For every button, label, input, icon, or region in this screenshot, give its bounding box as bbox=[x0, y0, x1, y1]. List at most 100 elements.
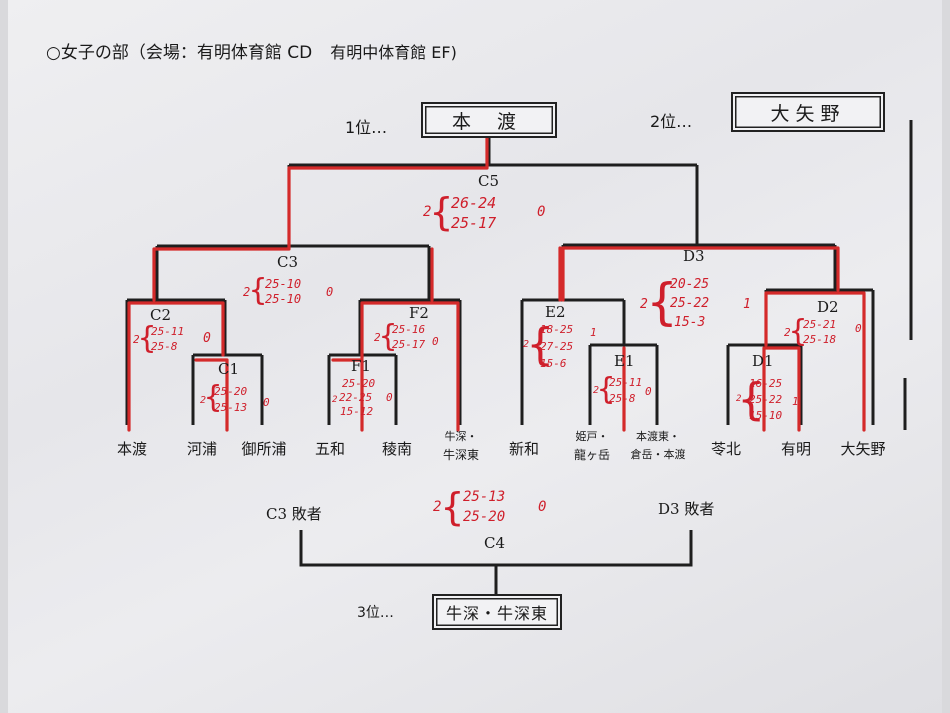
c3-connector bbox=[155, 244, 431, 300]
score-c5-set1: 26-24 bbox=[451, 194, 497, 212]
score-c5-set2: 25-17 bbox=[451, 214, 497, 232]
score-d3: 2 { 20-25 25-22 15-3 1 bbox=[640, 274, 760, 334]
score-e2-brace: { bbox=[527, 319, 554, 370]
score-e1-right: 0 bbox=[645, 385, 652, 398]
score-c3-brace: { bbox=[249, 273, 268, 308]
team-himedo-line1: 姫戸・ bbox=[575, 430, 609, 443]
score-c5: 2 { 26-24 25-17 0 bbox=[423, 190, 553, 236]
team-himedo: 姫戸・ 龍ヶ岳 bbox=[574, 428, 610, 464]
node-label-f2: F2 bbox=[409, 304, 429, 322]
score-c2-right: 0 bbox=[203, 331, 211, 346]
score-f2: 2 { 25-16 25-17 0 bbox=[374, 319, 464, 358]
score-d2-right: 0 bbox=[855, 322, 862, 335]
score-f1: 25-20 22-25 15-12 2 0 bbox=[332, 377, 404, 423]
node-label-e2: E2 bbox=[545, 303, 566, 321]
score-e1-left: 2 bbox=[593, 385, 600, 396]
winner-path-c3 bbox=[152, 135, 489, 302]
score-c2-left: 2 bbox=[133, 333, 140, 346]
winner-path-f1 bbox=[331, 358, 364, 432]
team-hondo: 本渡 bbox=[116, 440, 148, 458]
score-c4-set2: 25-20 bbox=[463, 509, 506, 525]
node-label-c4: C4 bbox=[484, 534, 506, 552]
score-f2-right: 0 bbox=[432, 335, 439, 348]
third-place-box: 牛深・牛深東 bbox=[432, 594, 562, 630]
team-ushibuka-line1: 牛深・ bbox=[444, 430, 478, 443]
winner-lines bbox=[127, 135, 866, 432]
team-himedo-line2: 龍ヶ岳 bbox=[573, 448, 611, 462]
score-c5-left: 2 bbox=[423, 204, 432, 220]
score-c3-set1: 25-10 bbox=[265, 277, 302, 291]
score-e2-left: 2 bbox=[523, 339, 530, 350]
node-label-c2: C2 bbox=[150, 306, 172, 324]
team-kawaura: 河浦 bbox=[186, 440, 218, 458]
score-c3-right: 0 bbox=[326, 285, 334, 299]
score-f1-set2: 22-25 bbox=[339, 391, 373, 404]
node-label-c3: C3 bbox=[277, 253, 299, 271]
score-e1: 2 { 25-11 25-8 0 bbox=[593, 372, 673, 410]
score-f1-set3: 15-12 bbox=[340, 405, 374, 418]
score-d3-set1: 20-25 bbox=[670, 277, 710, 292]
c4-connector bbox=[299, 530, 693, 598]
score-d1: 2 { 16-25 25-22 15-10 1 bbox=[736, 374, 806, 429]
score-f2-brace: { bbox=[379, 319, 398, 354]
score-c3: 2 { 25-10 25-10 0 bbox=[243, 273, 343, 312]
score-c4-right: 0 bbox=[538, 499, 547, 515]
score-d2-brace: { bbox=[789, 314, 808, 349]
team-reihoku: 苓北 bbox=[710, 440, 742, 458]
score-d2-set1: 25-21 bbox=[803, 318, 837, 331]
node-label-c5: C5 bbox=[478, 172, 500, 190]
winner-path-c2 bbox=[127, 301, 225, 432]
score-f2-set2: 25-17 bbox=[392, 338, 426, 351]
score-c5-right: 0 bbox=[537, 204, 546, 220]
score-d1-brace: { bbox=[738, 374, 765, 425]
score-c1: 2 { 25-20 25-13 0 bbox=[200, 380, 280, 418]
first-place-label: 1位… bbox=[345, 118, 388, 137]
black-lines bbox=[125, 120, 913, 598]
score-d1-right: 1 bbox=[792, 395, 799, 408]
score-c2-set1: 25-11 bbox=[151, 325, 185, 338]
score-c2-brace: { bbox=[138, 321, 157, 356]
score-d3-left: 2 bbox=[640, 297, 648, 312]
score-f1-left: 2 bbox=[332, 395, 338, 405]
score-d2-set2: 25-18 bbox=[803, 333, 837, 346]
team-hondohigashi-line1: 本渡東・ bbox=[636, 430, 680, 443]
score-c3-left: 2 bbox=[243, 285, 251, 299]
score-f1-set1: 25-20 bbox=[342, 377, 376, 390]
margin-line bbox=[903, 120, 913, 430]
winner-path-d3 bbox=[561, 246, 840, 302]
score-c1-left: 2 bbox=[200, 395, 207, 406]
e2-connector bbox=[520, 298, 626, 425]
score-c4-set1: 25-13 bbox=[463, 489, 506, 505]
score-d1-set2: 25-22 bbox=[749, 393, 783, 406]
score-d1-set3: 15-10 bbox=[749, 409, 783, 422]
team-hondohigashi: 本渡東・ 倉岳・本渡 bbox=[631, 428, 686, 464]
score-c4-brace: { bbox=[441, 485, 464, 529]
f2-connector bbox=[358, 298, 462, 425]
team-shinwa: 新和 bbox=[508, 440, 540, 458]
score-e2-set3: 15-6 bbox=[540, 357, 567, 370]
score-d3-set2: 25-22 bbox=[670, 296, 710, 311]
score-d1-set1: 16-25 bbox=[749, 377, 783, 390]
score-c1-right: 0 bbox=[263, 396, 270, 409]
second-place-box: 大矢野 bbox=[731, 92, 885, 132]
score-e1-brace: { bbox=[597, 372, 616, 407]
score-c4: 2 { 25-13 25-20 0 bbox=[433, 485, 563, 531]
e1-connector bbox=[588, 343, 659, 425]
node-label-d3: D3 bbox=[683, 247, 705, 265]
score-e1-set2: 25-8 bbox=[609, 392, 636, 405]
team-itsuwa: 五和 bbox=[314, 440, 346, 458]
score-d2: 2 { 25-21 25-18 0 bbox=[784, 314, 874, 353]
node-label-e1: E1 bbox=[614, 352, 635, 370]
score-e2-set2: 27-25 bbox=[540, 340, 574, 353]
second-place-team: 大矢野 bbox=[770, 102, 846, 125]
node-label-f1: F1 bbox=[351, 357, 371, 375]
team-oyano: 大矢野 bbox=[840, 440, 886, 458]
score-d1-left: 2 bbox=[736, 394, 742, 404]
team-hondohigashi-line2: 倉岳・本渡 bbox=[630, 448, 686, 461]
score-c1-brace: { bbox=[204, 380, 223, 415]
c3-loser-label: C3 敗者 bbox=[266, 505, 322, 523]
team-ushibuka: 牛深・ 牛深東 bbox=[443, 428, 479, 464]
score-c2: 2 { 25-11 25-8 0 bbox=[133, 321, 223, 360]
heading-title: ○女子の部（会場：有明体育館 CD bbox=[46, 43, 313, 63]
